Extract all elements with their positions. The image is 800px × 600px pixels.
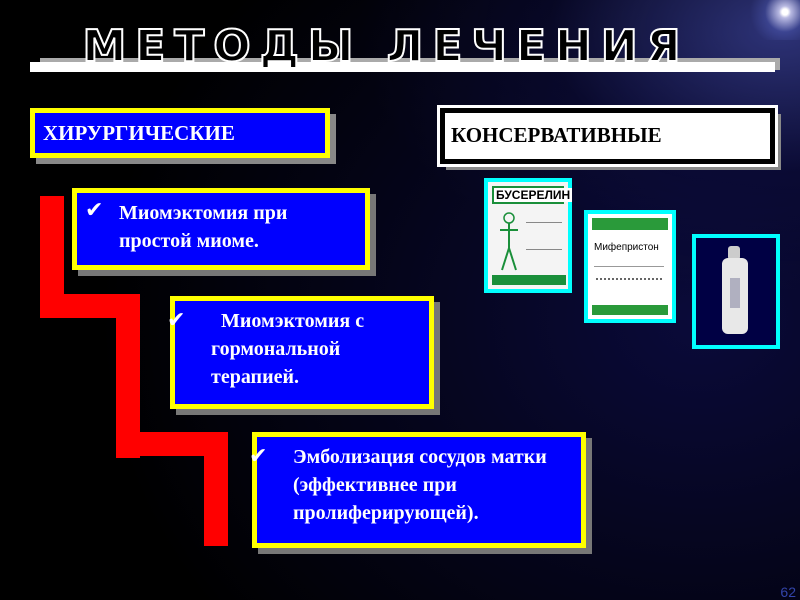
spray-bottle-image [692,234,780,349]
checkmark-icon: ✔ [249,444,268,469]
checkmark-icon: ✔ [85,198,104,223]
treatment-item-2: ✔ Миомэктомия с гормональной терапией. [167,296,434,409]
checkmark-icon: ✔ [167,308,186,333]
light-flare [745,0,800,40]
body-figure-icon [500,212,518,271]
stair-segment [204,432,228,546]
surgical-heading: ХИРУРГИЧЕСКИЕ [30,108,330,158]
drug-name: БУСЕРЕЛИН [494,188,573,202]
buserelin-package-image: БУСЕРЕЛИН [484,178,573,293]
item-text: Миомэктомия с гормональной терапией. [211,310,370,388]
page-number: 62 [780,584,796,600]
treatment-item-1: ✔ Миомэктомия при простой миоме. [72,188,370,270]
mifepristone-package-image: Мифепристон [584,210,676,323]
title-underline [30,62,775,72]
item-text: Эмболизация сосудов матки (эффективнее п… [293,446,547,496]
item-text: Миомэктомия при простой миоме. [119,202,288,252]
slide-title: МЕТОДЫ ЛЕЧЕНИЯ [81,21,690,73]
drug-name: Мифепристон [594,242,659,253]
item-text-overflow: пролиферирующей). [293,502,479,524]
stair-segment [116,294,140,458]
treatment-item-3: ✔ Эмболизация сосудов матки (эффективнее… [249,432,586,548]
conservative-heading: КОНСЕРВАТИВНЫЕ [437,105,778,167]
